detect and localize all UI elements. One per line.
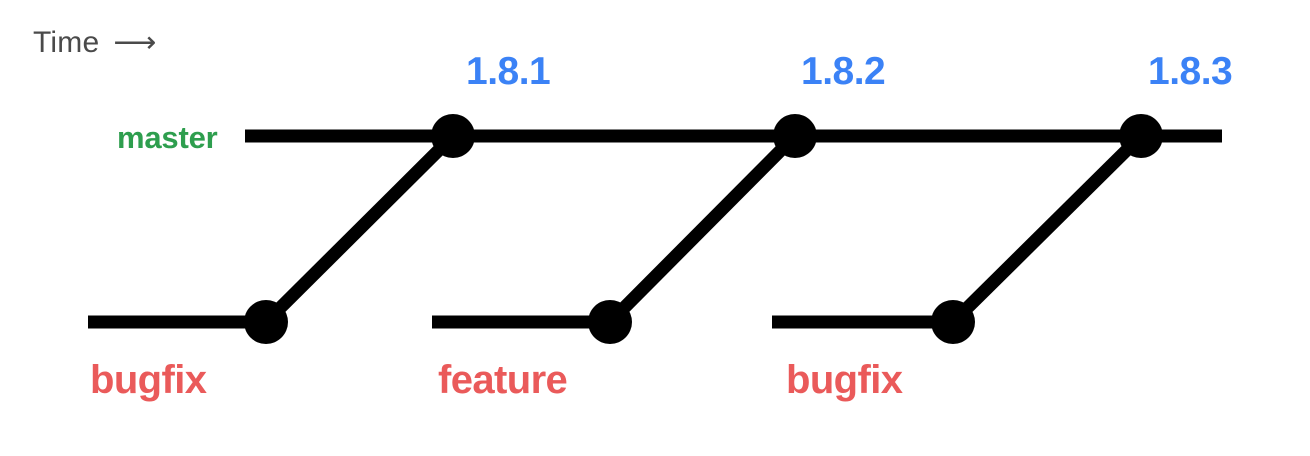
commit-node-feature-1[interactable] [588,300,632,344]
release-tag-1-8-3: 1.8.3 [1148,50,1233,93]
commit-node-1-8-2[interactable] [773,114,817,158]
commit-node-bugfix-2[interactable] [931,300,975,344]
release-tag-1-8-2: 1.8.2 [801,50,886,93]
branch-label-bugfix-2: bugfix [786,358,903,402]
commit-node-1-8-3[interactable] [1119,114,1163,158]
time-axis-text: Time [33,26,100,59]
commit-node-bugfix-1[interactable] [244,300,288,344]
master-branch-label: master [117,120,218,155]
merge-line-feature-1-to-1-8-2 [605,131,800,327]
branch-label-feature-1: feature [438,358,568,402]
merge-line-bugfix-2-to-1-8-3 [948,131,1146,327]
merge-line-bugfix-1-to-1-8-1 [261,131,458,327]
branch-label-bugfix-1: bugfix [90,358,207,402]
time-arrow-icon: ⟶ [113,26,157,59]
commit-node-1-8-1[interactable] [431,114,475,158]
release-tag-1-8-1: 1.8.1 [466,50,551,93]
time-axis-label: Time ⟶ [33,28,157,58]
